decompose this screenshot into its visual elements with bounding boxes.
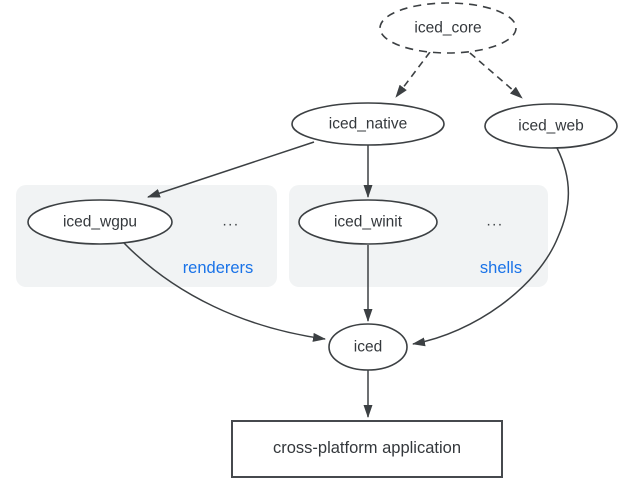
node-label-iced-core: iced_core	[414, 19, 482, 37]
renderers-ellipsis: ...	[222, 212, 240, 230]
node-label-iced: iced	[353, 338, 383, 356]
shells-ellipsis: ...	[486, 212, 504, 230]
node-label-iced-winit: iced_winit	[333, 213, 403, 231]
group-label-shells: shells	[479, 258, 523, 277]
node-shape-application	[231, 420, 503, 478]
edge-iced-native-to-iced-wgpu	[147, 141, 315, 198]
edge-iced-wgpu-to-iced	[123, 242, 326, 342]
node-shape-iced-wgpu	[27, 199, 173, 245]
edge-iced-web-to-iced	[412, 147, 570, 347]
node-shape-iced	[328, 323, 408, 371]
node-label-iced-native: iced_native	[328, 115, 408, 133]
node-shape-iced-winit	[298, 199, 438, 245]
node-shape-iced-web	[484, 103, 618, 149]
node-label-iced-web: iced_web	[518, 117, 584, 135]
group-label-renderers: renderers	[182, 258, 254, 277]
node-label-iced-wgpu: iced_wgpu	[62, 213, 138, 231]
node-shape-iced-core	[379, 2, 517, 54]
node-shape-iced-native	[291, 102, 445, 146]
edge-iced-core-to-iced-web	[469, 52, 523, 99]
edge-iced-core-to-iced-native	[395, 51, 431, 98]
node-label-application: cross-platform application	[273, 438, 461, 457]
